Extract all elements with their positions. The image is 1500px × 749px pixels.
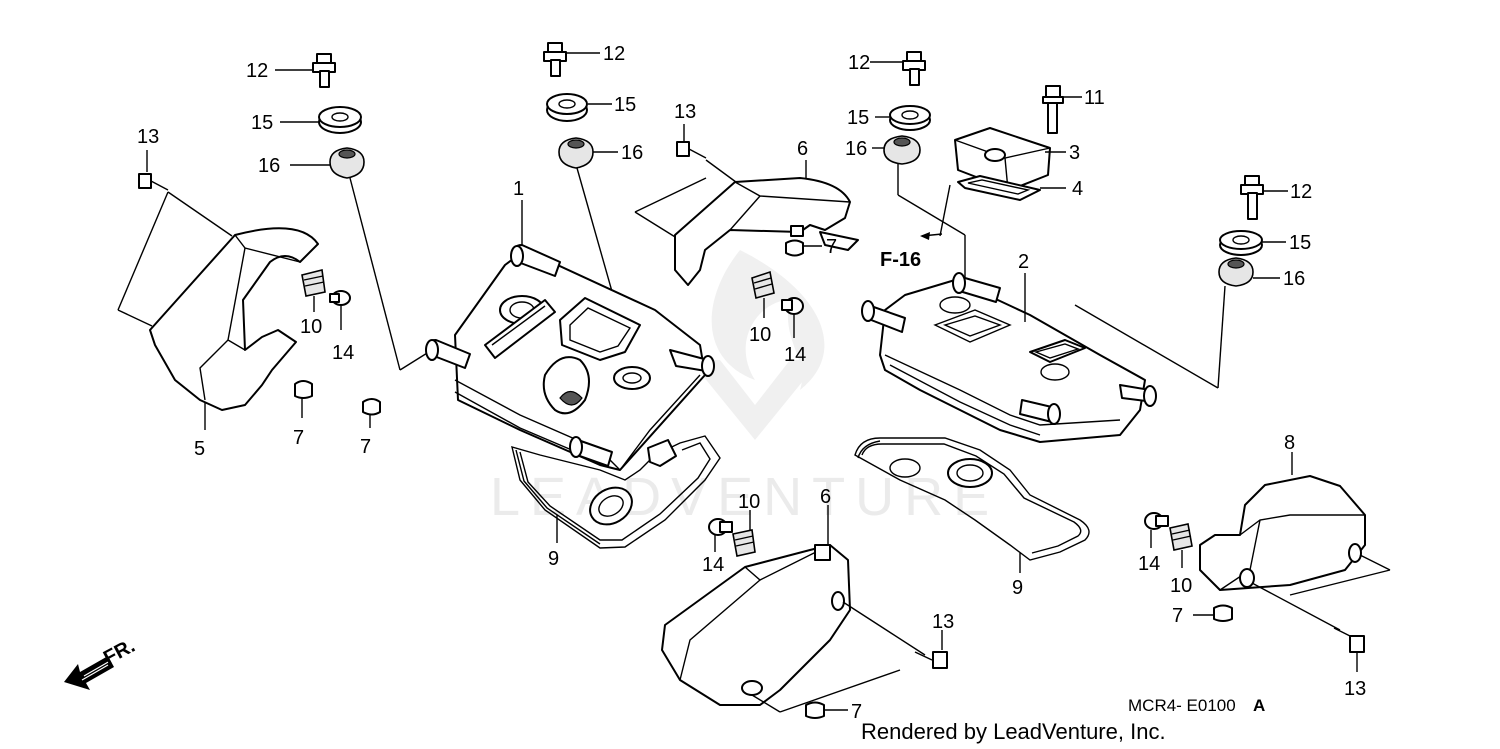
grommet-10-upper: [751, 270, 775, 300]
callout-3: 3: [1069, 142, 1080, 164]
gasket-9-right: [854, 437, 1090, 561]
callout-8: 8: [1284, 432, 1295, 454]
callout-12-far-right: 12: [1290, 181, 1312, 203]
side-cover-5: [149, 227, 319, 411]
grommet-10-right: [1169, 523, 1193, 551]
callout-15-far-right: 15: [1289, 232, 1311, 254]
callout-2: 2: [1018, 251, 1029, 273]
collar-14-upper: [781, 297, 804, 315]
callout-15-left: 15: [251, 112, 273, 134]
bolt-12-far-right: [1240, 175, 1264, 220]
callout-7-b: 7: [360, 436, 371, 458]
callout-6-lower: 6: [820, 486, 831, 508]
grommet-10-lower: [732, 529, 756, 557]
callout-6-upper: 6: [797, 138, 808, 160]
callout-12-right: 12: [848, 52, 870, 74]
credit-text: Rendered by LeadVenture, Inc.: [861, 719, 1166, 744]
cylinder-head-cover-2: [879, 279, 1146, 443]
bolt-12-left: [312, 53, 336, 88]
grommet-16-right: [883, 135, 921, 165]
collar-14-left: [329, 290, 351, 306]
collar-14-lower: [708, 518, 733, 536]
nut-7-a: [294, 380, 313, 399]
grommet-16-left: [329, 147, 365, 179]
grommet-16-center: [558, 137, 594, 169]
callout-16-left: 16: [258, 155, 280, 177]
bolt-12-right: [902, 51, 926, 86]
nut-7-upper: [785, 239, 804, 257]
watermark: LEADVENTURE: [490, 250, 989, 527]
callout-14-left: 14: [332, 342, 354, 364]
callout-9-left: 9: [548, 548, 559, 570]
callout-13-upper: 13: [674, 101, 696, 123]
grommet-16-far-right: [1218, 257, 1254, 287]
front-direction-arrow: FR.: [64, 635, 139, 690]
callout-10-lower: 10: [738, 491, 760, 513]
nut-7-b: [362, 398, 381, 416]
collar-14-right: [1144, 512, 1169, 530]
callout-10-left: 10: [300, 316, 322, 338]
callout-14-lower: 14: [702, 554, 724, 576]
callout-7-a: 7: [293, 427, 304, 449]
bolt-13-lower: [914, 651, 948, 669]
left-side-cover-group: 12 15 16 13 5: [117, 53, 441, 460]
callout-5: 5: [194, 438, 205, 460]
gasket-9-left: [511, 435, 721, 549]
callout-7-right: 7: [1172, 605, 1183, 627]
callout-14-upper: 14: [784, 344, 806, 366]
callout-1: 1: [513, 178, 524, 200]
grommet-10-left: [301, 269, 326, 297]
callout-13-left: 13: [137, 126, 159, 148]
callout-13-lower: 13: [932, 611, 954, 633]
callout-7-lower: 7: [851, 701, 862, 723]
bolt-13-right: [1333, 627, 1365, 653]
head-cover-2-group: 12 15 16 11 3 4: [845, 51, 1157, 599]
nut-7-right: [1213, 604, 1233, 622]
ref-label-f16: F-16: [880, 249, 921, 271]
callout-12-left: 12: [246, 60, 268, 82]
right-cover-8-group: 8 13 14 10 7: [1138, 432, 1391, 700]
callout-10-right: 10: [1170, 575, 1192, 597]
callout-12-center: 12: [603, 43, 625, 65]
callout-15-center: 15: [614, 94, 636, 116]
upper-cover-6-group: 13 6 7 10 14: [634, 101, 859, 366]
callout-10-upper: 10: [749, 324, 771, 346]
bolt-11: [1042, 85, 1064, 134]
callout-16-center: 16: [621, 142, 643, 164]
nut-7-lower: [805, 701, 825, 719]
callout-15-right: 15: [847, 107, 869, 129]
callout-14-right: 14: [1138, 553, 1160, 575]
right-mount-group: 12 15 16: [1074, 175, 1312, 389]
diagram-code-suffix: A: [1253, 696, 1265, 715]
callout-13-right: 13: [1344, 678, 1366, 700]
lower-cover-6-group: 6 13 7 10 14: [661, 486, 954, 723]
right-side-cover-8: [1199, 475, 1366, 591]
callout-16-right: 16: [845, 138, 867, 160]
callout-4: 4: [1072, 178, 1083, 200]
callout-11: 11: [1084, 87, 1105, 109]
bolt-13-upper: [676, 141, 707, 159]
bolt-12-center: [543, 42, 567, 77]
bolt-13-left: [138, 173, 169, 191]
callout-16-far-right: 16: [1283, 268, 1305, 290]
head-cover-1-group: 12 15 16: [425, 42, 721, 570]
callout-7-upper: 7: [826, 236, 837, 258]
callout-9-right: 9: [1012, 577, 1023, 599]
diagram-code: MCR4- E0100: [1128, 696, 1236, 715]
